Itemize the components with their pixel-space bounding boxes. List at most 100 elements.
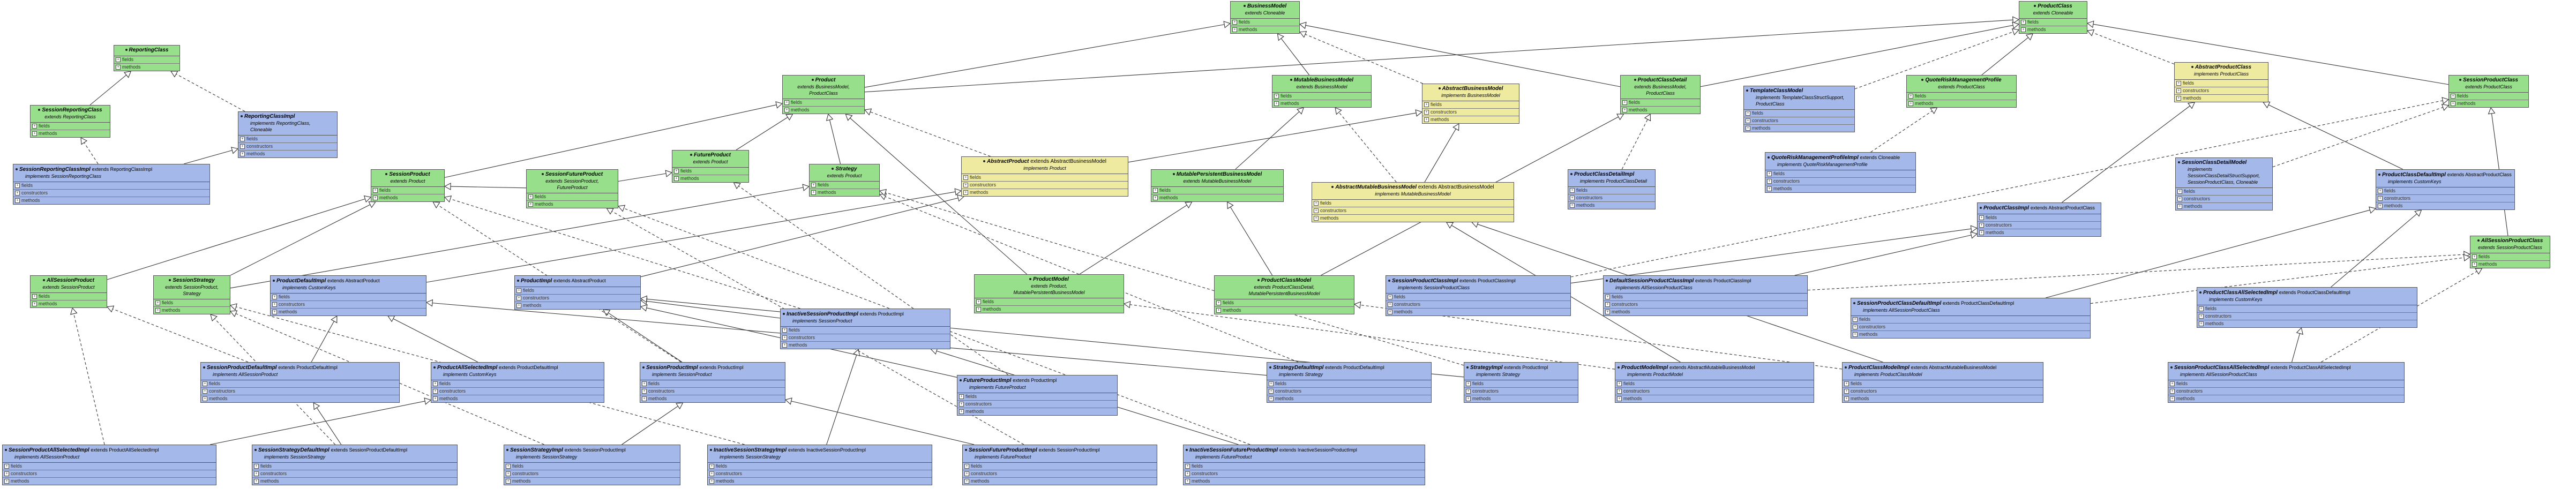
- node-section-fields[interactable]: +fields: [238, 136, 337, 143]
- expand-toggle-icon[interactable]: +: [373, 196, 378, 201]
- expand-toggle-icon[interactable]: +: [674, 169, 679, 174]
- node-section-fields[interactable]: +fields: [708, 463, 932, 470]
- expand-toggle-icon[interactable]: +: [32, 302, 37, 307]
- node-section-constructors[interactable]: +constructors: [504, 470, 680, 478]
- node-section-methods[interactable]: +methods: [1267, 395, 1431, 402]
- expand-toggle-icon[interactable]: +: [1979, 230, 1984, 236]
- node-section-fields[interactable]: +fields: [252, 463, 457, 470]
- node-section-methods[interactable]: +methods: [1184, 478, 1425, 485]
- expand-toggle-icon[interactable]: +: [506, 464, 511, 469]
- uml-node-session-strategy-impl[interactable]: SessionStrategyImpl extends SessionProdu…: [504, 445, 680, 485]
- node-section-fields[interactable]: +fields: [371, 187, 444, 194]
- expand-toggle-icon[interactable]: +: [2472, 254, 2477, 260]
- uml-node-product-model-impl[interactable]: ProductModelImpl extends AbstractMutable…: [1615, 362, 1814, 403]
- expand-toggle-icon[interactable]: +: [516, 303, 521, 309]
- uml-node-quote-risk-management-profile-impl[interactable]: QuoteRiskManagementProfileImpl extends C…: [1765, 152, 1916, 193]
- expand-toggle-icon[interactable]: +: [1274, 101, 1279, 107]
- node-section-constructors[interactable]: +constructors: [2376, 195, 2514, 202]
- expand-toggle-icon[interactable]: +: [709, 479, 714, 484]
- expand-toggle-icon[interactable]: +: [1908, 94, 1913, 99]
- uml-node-default-session-product-class-impl[interactable]: DefaultSessionProductClassImpl extends P…: [1603, 275, 1808, 316]
- uml-node-session-product-all-selected-impl[interactable]: SessionProductAllSelectedImpl extends Pr…: [2, 445, 216, 485]
- expand-toggle-icon[interactable]: +: [155, 308, 160, 313]
- node-section-methods[interactable]: +methods: [1231, 26, 1299, 33]
- expand-toggle-icon[interactable]: +: [1424, 110, 1429, 115]
- node-section-fields[interactable]: +fields: [2019, 19, 2087, 26]
- node-section-methods[interactable]: +methods: [708, 478, 932, 485]
- node-section-methods[interactable]: +methods: [1621, 107, 1700, 114]
- expand-toggle-icon[interactable]: +: [1185, 471, 1190, 477]
- node-section-methods[interactable]: +methods: [2470, 261, 2550, 268]
- node-section-fields[interactable]: +fields: [957, 393, 1117, 401]
- node-section-methods[interactable]: +methods: [431, 395, 604, 402]
- uml-node-session-reporting-class-impl[interactable]: SessionReportingClassImpl extends Report…: [13, 164, 210, 205]
- expand-toggle-icon[interactable]: +: [272, 302, 277, 307]
- node-section-fields[interactable]: +fields: [1312, 200, 1514, 207]
- node-section-fields[interactable]: +fields: [2175, 80, 2268, 87]
- node-section-fields[interactable]: +fields: [2168, 380, 2404, 388]
- uml-node-inactive-session-future-product-impl[interactable]: InactiveSessionFutureProductImpl extends…: [1183, 445, 1425, 485]
- node-section-fields[interactable]: +fields: [201, 380, 399, 388]
- node-section-fields[interactable]: +fields: [1215, 299, 1354, 307]
- expand-toggle-icon[interactable]: +: [1853, 332, 1858, 337]
- node-section-constructors[interactable]: +constructors: [2176, 196, 2272, 203]
- expand-toggle-icon[interactable]: +: [4, 479, 9, 484]
- expand-toggle-icon[interactable]: +: [203, 381, 207, 387]
- expand-toggle-icon[interactable]: +: [1767, 186, 1772, 192]
- expand-toggle-icon[interactable]: +: [1617, 396, 1622, 402]
- node-section-constructors[interactable]: +constructors: [1568, 194, 1655, 202]
- node-section-fields[interactable]: +fields: [114, 56, 179, 64]
- node-section-methods[interactable]: +methods: [975, 306, 1124, 313]
- expand-toggle-icon[interactable]: +: [2378, 196, 2383, 201]
- node-section-fields[interactable]: +fields: [1907, 93, 2016, 100]
- expand-toggle-icon[interactable]: +: [2199, 314, 2204, 319]
- node-section-constructors[interactable]: +constructors: [252, 470, 457, 478]
- node-section-fields[interactable]: +fields: [1568, 187, 1655, 194]
- expand-toggle-icon[interactable]: +: [2176, 96, 2181, 101]
- expand-toggle-icon[interactable]: +: [2176, 81, 2181, 86]
- node-section-constructors[interactable]: +constructors: [1615, 388, 1814, 395]
- expand-toggle-icon[interactable]: +: [1617, 381, 1622, 387]
- node-section-fields[interactable]: +fields: [640, 380, 785, 388]
- node-section-fields[interactable]: +fields: [431, 380, 604, 388]
- expand-toggle-icon[interactable]: +: [506, 471, 511, 477]
- expand-toggle-icon[interactable]: +: [1314, 208, 1319, 214]
- node-section-constructors[interactable]: +constructors: [201, 388, 399, 395]
- node-section-constructors[interactable]: +constructors: [2175, 87, 2268, 95]
- expand-toggle-icon[interactable]: +: [433, 389, 438, 394]
- node-section-constructors[interactable]: +constructors: [271, 301, 426, 309]
- node-section-methods[interactable]: +methods: [504, 478, 680, 485]
- expand-toggle-icon[interactable]: +: [4, 464, 9, 469]
- expand-toggle-icon[interactable]: +: [2177, 189, 2182, 194]
- node-section-constructors[interactable]: +constructors: [1422, 109, 1519, 116]
- node-section-methods[interactable]: +methods: [3, 478, 216, 485]
- node-section-methods[interactable]: +methods: [1765, 185, 1915, 192]
- expand-toggle-icon[interactable]: +: [240, 144, 245, 149]
- expand-toggle-icon[interactable]: +: [1388, 302, 1392, 307]
- node-section-fields[interactable]: +fields: [963, 463, 1157, 470]
- uml-node-session-future-product-impl[interactable]: SessionFutureProductImpl extends Session…: [962, 445, 1157, 485]
- node-section-methods[interactable]: +methods: [957, 408, 1117, 415]
- node-section-fields[interactable]: +fields: [1151, 187, 1283, 194]
- node-section-methods[interactable]: +methods: [31, 300, 107, 307]
- node-section-methods[interactable]: +methods: [2376, 202, 2514, 209]
- node-section-constructors[interactable]: +constructors: [13, 190, 209, 197]
- node-section-constructors[interactable]: +constructors: [781, 334, 950, 342]
- node-section-fields[interactable]: +fields: [31, 293, 107, 300]
- node-section-fields[interactable]: +fields: [1978, 214, 2101, 222]
- node-section-methods[interactable]: +methods: [154, 307, 230, 314]
- expand-toggle-icon[interactable]: +: [1388, 310, 1392, 315]
- expand-toggle-icon[interactable]: +: [1979, 223, 1984, 228]
- expand-toggle-icon[interactable]: +: [203, 389, 207, 394]
- node-section-fields[interactable]: +fields: [1231, 19, 1299, 26]
